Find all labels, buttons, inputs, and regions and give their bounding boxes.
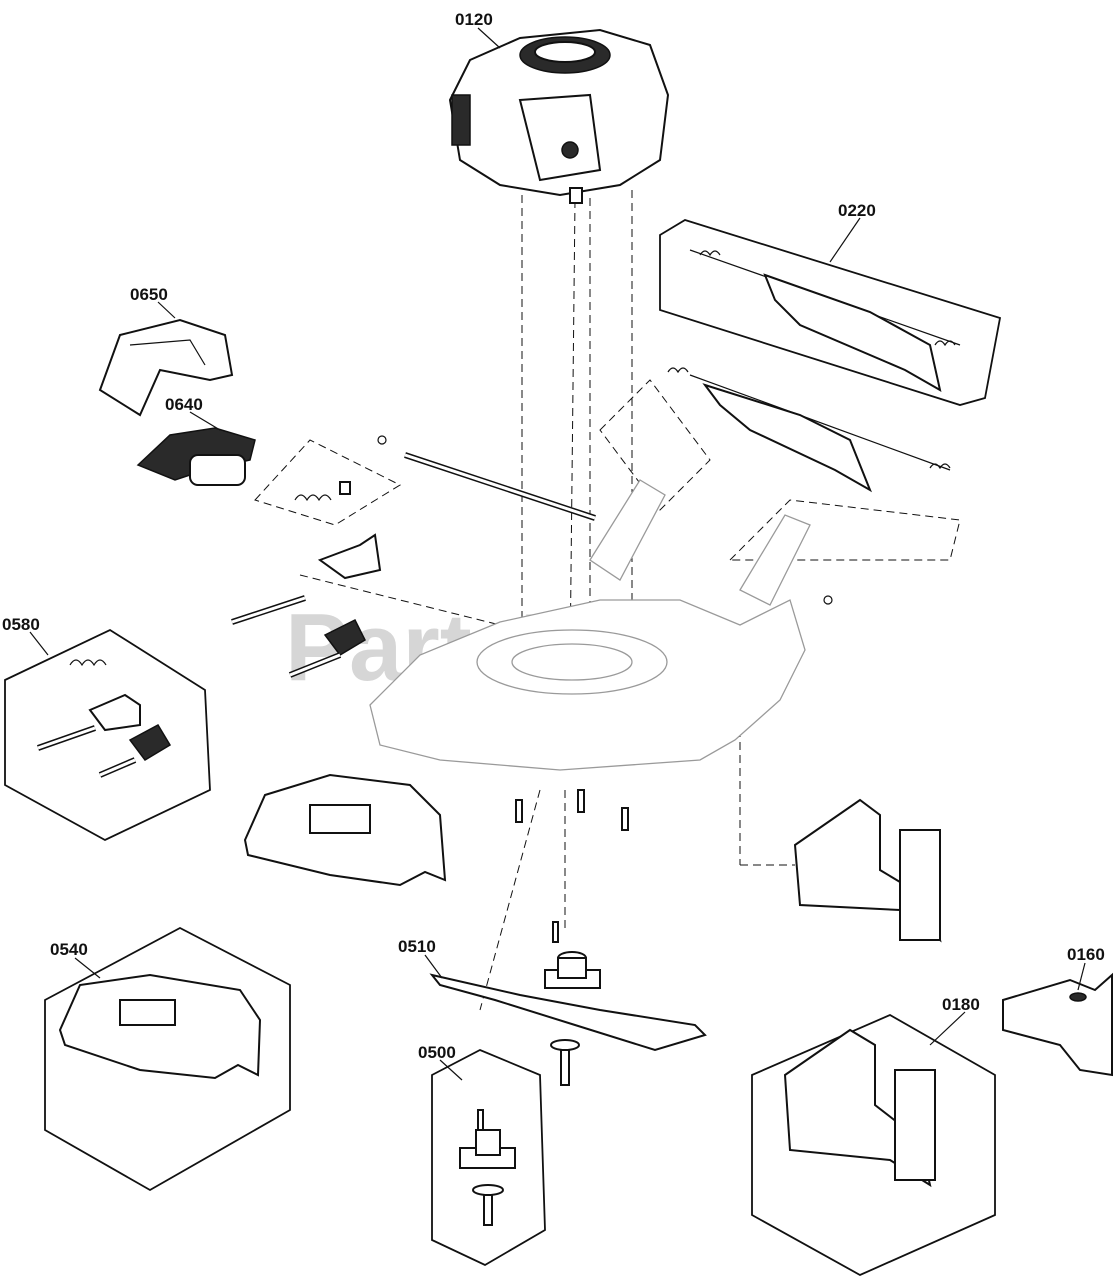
callout-0650[interactable]: 0650 [130, 285, 168, 304]
callout-0510[interactable]: 0510 [398, 937, 436, 956]
mower-deck-part[interactable] [369, 479, 811, 771]
front-cover-kit-frame[interactable] [44, 926, 291, 1192]
engine-part[interactable] [448, 28, 670, 204]
blade-part[interactable] [429, 921, 707, 1086]
height-bracket-part[interactable] [231, 533, 382, 678]
callout-0160[interactable]: 0160 [1067, 945, 1105, 964]
axle-rod-part[interactable] [377, 435, 833, 605]
blade-adapter-kit-frame[interactable] [431, 1049, 546, 1267]
callout-labels: 0120 0220 0650 0640 0580 0540 0510 0500 … [2, 10, 1105, 1062]
front-cover-part[interactable] [243, 773, 447, 887]
deck-screws[interactable] [515, 789, 629, 831]
callout-0580[interactable]: 0580 [2, 615, 40, 634]
callout-0120[interactable]: 0120 [455, 10, 493, 29]
mulch-plug-part[interactable] [98, 318, 234, 417]
height-adjust-kit-frame[interactable] [4, 628, 211, 842]
callout-0500[interactable]: 0500 [418, 1043, 456, 1062]
rear-door-part[interactable] [667, 367, 951, 493]
callout-0220[interactable]: 0220 [838, 201, 876, 220]
side-chute-part[interactable] [1002, 972, 1113, 1077]
leader-lines [29, 27, 1086, 1081]
callout-0180[interactable]: 0180 [942, 995, 980, 1014]
height-adjuster-part[interactable] [136, 427, 351, 502]
rear-chute-kit-frame[interactable] [751, 1013, 996, 1277]
callout-0540[interactable]: 0540 [50, 940, 88, 959]
rear-door-kit-frame[interactable] [659, 219, 1002, 406]
callout-0640[interactable]: 0640 [165, 395, 203, 414]
rear-chute-part[interactable] [793, 798, 942, 943]
